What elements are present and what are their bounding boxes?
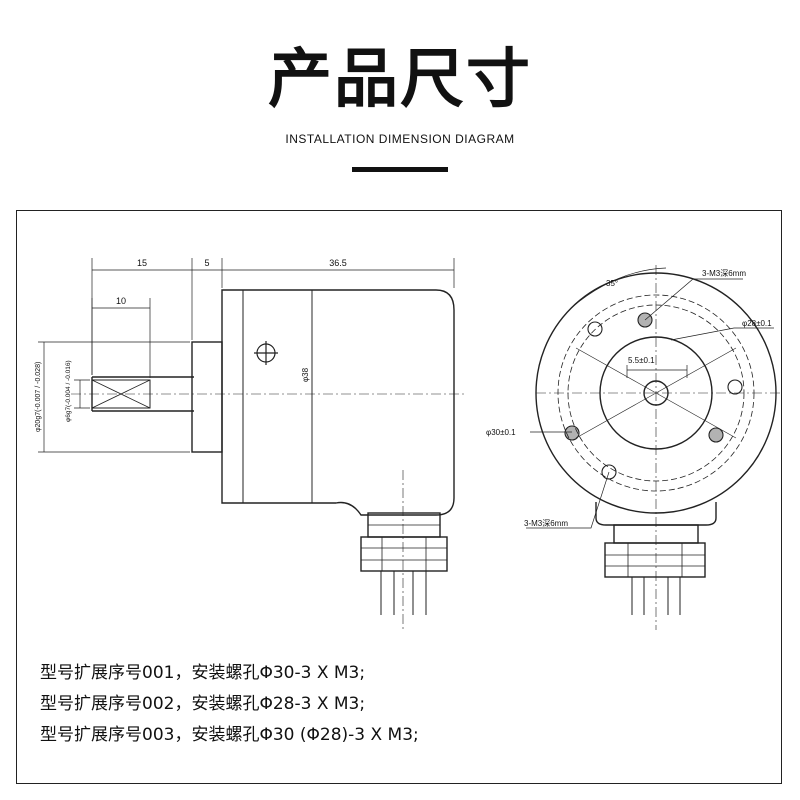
- mounting-holes: [564, 312, 743, 480]
- phi30-label: φ30±0.1: [486, 428, 516, 437]
- front-dimension-labels: 35° 3-M3深6mm φ28±0.1 5.5±0.1 φ30±0.1 3-M…: [486, 269, 772, 528]
- cable: [380, 571, 427, 615]
- page-subtitle: INSTALLATION DIMENSION DIAGRAM: [285, 132, 515, 146]
- dim-15: 15: [137, 258, 147, 268]
- note-line: 型号扩展序号003，安装螺孔Φ30 (Φ28)-3 X M3;: [40, 725, 419, 745]
- side-dimension-labels: 15 5 36.5 10 φ38 φ20g7(-0.007 / -0.028) …: [35, 258, 347, 432]
- phi28-label: φ28±0.1: [742, 319, 772, 328]
- dim-10: 10: [116, 296, 126, 306]
- holes-top-label: 3-M3深6mm: [702, 269, 746, 278]
- center-line: [71, 393, 466, 630]
- boss-outline: [191, 341, 223, 453]
- note-line: 型号扩展序号001，安装螺孔Φ30-3 X M3;: [40, 663, 366, 683]
- dim-phi38: φ38: [301, 367, 310, 382]
- angle-35: 35°: [606, 279, 618, 288]
- key-55-label: 5.5±0.1: [628, 356, 655, 365]
- dimension-drawing: 15 5 36.5 10 φ38 φ20g7(-0.007 / -0.028) …: [35, 258, 781, 630]
- holes-bottom-label: 3-M3深6mm: [524, 519, 568, 528]
- dim-5: 5: [204, 258, 209, 268]
- front-cable: [631, 577, 681, 615]
- dim-phi6: φ6g7(-0.004 / -0.016): [65, 360, 72, 422]
- dim-phi20: φ20g7(-0.007 / -0.028): [35, 362, 42, 432]
- encoder-body: [221, 289, 455, 516]
- model-notes: 型号扩展序号001，安装螺孔Φ30-3 X M3; 型号扩展序号002，安装螺孔…: [40, 658, 760, 751]
- page-title: 产品尺寸: [268, 43, 532, 117]
- note-line: 型号扩展序号002，安装螺孔Φ28-3 X M3;: [40, 694, 366, 714]
- title-underline: [352, 167, 448, 172]
- drawing-frame: [16, 210, 782, 784]
- dim-36-5: 36.5: [329, 258, 347, 268]
